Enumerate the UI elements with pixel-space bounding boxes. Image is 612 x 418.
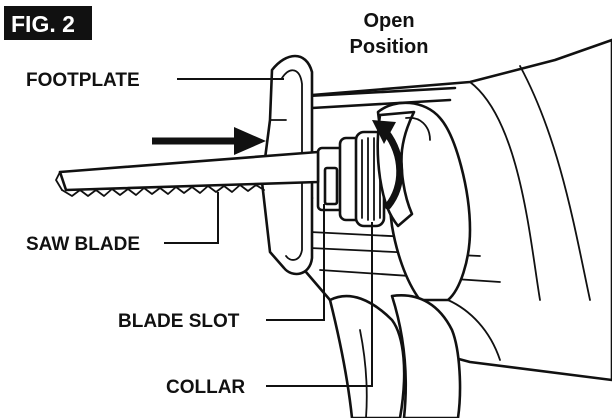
insert-arrow-icon bbox=[152, 127, 266, 155]
caption-line-1: Open bbox=[363, 10, 414, 32]
open-position-caption: Open Position bbox=[350, 10, 429, 58]
saw-blade-label: SAW BLADE bbox=[26, 234, 140, 255]
collar-assembly bbox=[298, 130, 386, 228]
fig-label-badge: FIG. 2 bbox=[4, 6, 92, 40]
blade-slot-label: BLADE SLOT bbox=[118, 311, 240, 332]
fig-label: FIG. 2 bbox=[11, 11, 75, 37]
rotate-arrow-icon bbox=[372, 120, 404, 210]
leader-lines bbox=[164, 78, 373, 387]
caption-line-2: Position bbox=[350, 36, 429, 58]
hand-illustration bbox=[328, 101, 501, 418]
collar-label: COLLAR bbox=[166, 377, 245, 398]
footplate-label: FOOTPLATE bbox=[26, 70, 140, 91]
saw-blade bbox=[55, 150, 320, 197]
